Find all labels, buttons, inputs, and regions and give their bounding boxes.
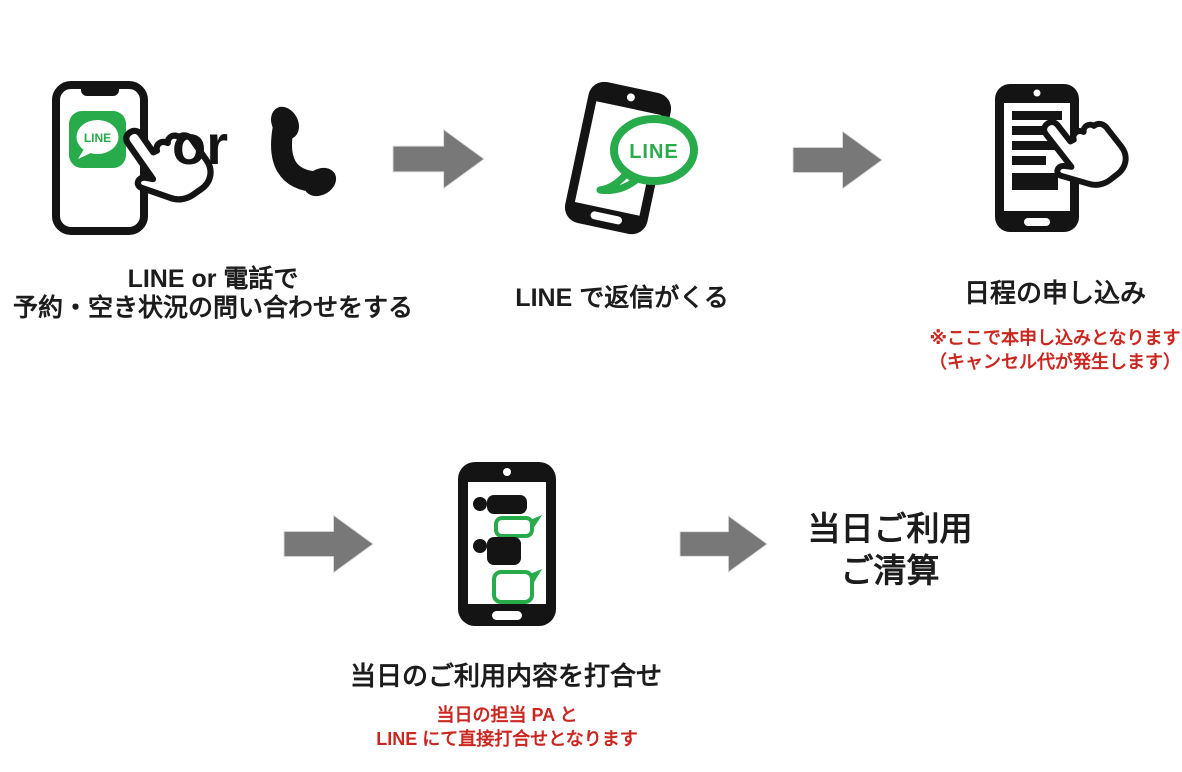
step5-caption: 当日ご利用 ご清算 xyxy=(772,508,1008,592)
step2-caption: LINE で返信がくる xyxy=(515,284,729,312)
tapping-hand-shape xyxy=(1041,119,1129,188)
step5-caption-line2: ご清算 xyxy=(840,552,940,590)
step3-note-line1: ※ここで本申し込みとなります xyxy=(929,328,1181,348)
flow-arrow-4 xyxy=(679,514,768,574)
line-bubble-label: LINE xyxy=(629,141,679,163)
step3-note-line2: （キャンセル代が発生します） xyxy=(929,351,1181,372)
step4-note-line1: 当日の担当 PA と xyxy=(436,705,578,725)
phone-chat-icon xyxy=(454,458,560,630)
step3-note: ※ここで本申し込みとなります （キャンセル代が発生します） xyxy=(903,327,1182,375)
step1-caption-line2: 予約・空き状況の問い合わせをする xyxy=(12,294,413,322)
step1-caption: LINE or 電話で 予約・空き状況の問い合わせをする xyxy=(10,265,416,323)
line-app-label: LINE xyxy=(84,131,111,145)
step4-note-line2: LINE にて直接打合せとなります xyxy=(376,728,638,749)
flow-arrow-3 xyxy=(283,514,374,574)
step5-caption-line1: 当日ご利用 xyxy=(807,510,973,547)
or-label: or xyxy=(172,113,228,176)
phone-line-app-hand-icon: LINE xyxy=(48,78,214,246)
step4-note: 当日の担当 PA と LINE にて直接打合せとなります xyxy=(352,704,662,752)
holding-hand-shape xyxy=(123,127,214,203)
flow-arrow-1 xyxy=(392,127,485,191)
step1-caption-line1: LINE or 電話で xyxy=(127,265,299,293)
step3-caption: 日程の申し込み xyxy=(963,278,1146,308)
phone-line-reply-icon: LINE xyxy=(548,80,703,238)
flow-arrow-2 xyxy=(792,129,883,191)
step4-caption: 当日のご利用内容を打合せ xyxy=(349,661,662,691)
phone-apply-tap-icon xyxy=(983,80,1129,238)
telephone-receiver-icon xyxy=(254,104,346,210)
phone-line-app-hand-svg: LINE xyxy=(52,81,214,235)
